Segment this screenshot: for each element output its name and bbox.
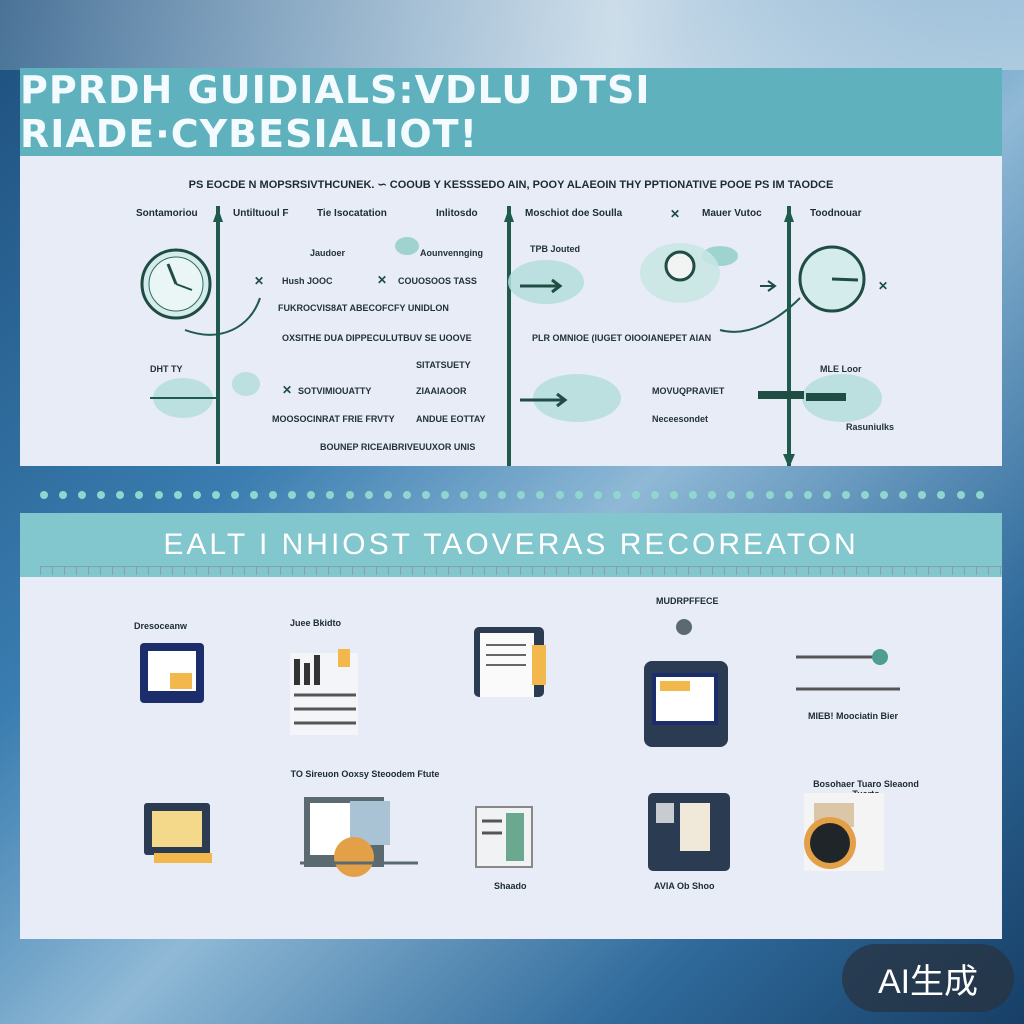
icon-label: TO Sireuon Ooxsy Steoodem Ftute — [290, 769, 440, 779]
connector-line — [719, 297, 801, 333]
step-label: PLR OMNIOE (IUGET OIOOIANEPET AIAN — [532, 333, 712, 343]
step-label: SITATSUETY — [416, 360, 471, 370]
server-machine-icon — [648, 793, 730, 871]
step-label: BOUNEP RICEAIBRIVEUUXOR UNIS — [320, 442, 476, 452]
step-label: Jaudoer — [310, 248, 346, 258]
background-glow — [0, 0, 1024, 70]
timeline-axis — [787, 206, 791, 466]
column-header: Moschiot doe Soulla — [525, 208, 623, 219]
column-header: Toodnouar — [810, 208, 862, 219]
step-label: Aounvennging — [420, 248, 483, 258]
step-label: Hush JOOC — [282, 276, 333, 286]
arrow-right-icon — [520, 278, 563, 294]
step-label: COUOSOOS TASS — [398, 276, 477, 286]
diagram-subtitle: PS EOCDE N MOPSRSIVTHCUNEK. ∽ COOUB Y KE… — [188, 179, 834, 191]
step-label: MOVUQPRAVIET — [652, 386, 725, 396]
icon-label: Shaado — [494, 881, 527, 891]
ruler-divider — [40, 566, 1002, 575]
folder-icon — [144, 803, 212, 863]
cross-icon: ✕ — [670, 207, 680, 221]
icon-grid-panel: EALT I NHIOST TAOVERAS RECOREATON Dresoc… — [20, 513, 1002, 939]
step-label: MLE Loor — [820, 364, 862, 374]
column-header: Tie Isocatation — [317, 208, 387, 219]
diagram-title: PPRDH GUIDIALS:VDLU DTSI RIADE·CYBESIALI… — [20, 68, 1002, 156]
arrow-right-icon — [520, 392, 568, 408]
step-label: ANDUE EOTTAY — [416, 414, 486, 424]
icon-label: Juee Bkidto — [290, 618, 342, 628]
network-nodes-icon — [796, 649, 900, 691]
document-folder-icon — [474, 627, 546, 697]
arrow-up-icon — [213, 208, 223, 222]
award-plaque-icon — [804, 793, 884, 871]
workflow-diagram-panel: PPRDH GUIDIALS:VDLU DTSI RIADE·CYBESIALI… — [20, 68, 1002, 466]
clipboard-icon — [475, 806, 533, 868]
cross-icon: ✕ — [254, 274, 264, 288]
step-label: ZIAAIAOOR — [416, 386, 467, 396]
icon-label: AVIA Ob Shoo — [654, 881, 715, 891]
column-header: Mauer Vutoc — [702, 208, 762, 219]
arrow-right-icon — [758, 391, 804, 399]
step-label: Rasuniulks — [846, 422, 895, 432]
cross-icon: ✕ — [282, 383, 292, 397]
machine-icon — [533, 374, 621, 422]
cloud-icon — [395, 237, 419, 255]
connector-line — [184, 297, 261, 336]
step-label: Neceesondet — [652, 414, 709, 424]
column-header: Untiltuoul F — [233, 208, 289, 219]
arrow-up-icon — [784, 208, 794, 222]
arrow-right-icon — [760, 280, 777, 292]
computer-terminal-icon — [644, 619, 728, 747]
gauge-icon — [798, 245, 866, 313]
step-label: TPB Jouted — [530, 244, 581, 254]
machine-icon — [508, 260, 584, 304]
ai-generated-badge: AI生成 — [842, 944, 1014, 1012]
diagram-graphics: ✕ ✕ ✕ ✕ ✕ — [140, 207, 888, 466]
icon-label: MIEB! Moociatin Bier — [807, 711, 898, 721]
timeline-axis — [507, 206, 511, 466]
workstation-icon — [300, 797, 418, 877]
step-label: FUKROCVIS8AT ABECOFCFY UNIDLON — [278, 303, 449, 313]
bell-icon — [232, 372, 260, 396]
step-label: MOOSOCINRAT FRIE FRVTY — [272, 414, 395, 424]
monitor-document-icon — [140, 643, 204, 703]
bar-chart-icon — [290, 649, 358, 735]
step-label: SOTVIMIOUATTY — [298, 386, 372, 396]
step-label: OXSITHE DUA DIPPECULUTBUV SE UOOVE — [282, 333, 472, 343]
arrow-up-icon — [504, 208, 514, 222]
clock-icon — [140, 248, 212, 320]
column-header: Sontamoriou — [136, 208, 198, 219]
step-label: DHT TY — [150, 364, 183, 374]
icon-label: MUDRPFFECE — [656, 596, 719, 606]
cross-icon: ✕ — [377, 273, 387, 287]
icon-label: Dresoceanw — [134, 621, 188, 631]
cross-icon: ✕ — [878, 279, 888, 293]
dotted-divider — [40, 488, 984, 502]
arrow-down-icon — [783, 454, 795, 466]
column-header: Inlitosdo — [436, 208, 478, 219]
icon-graphics — [140, 619, 900, 877]
